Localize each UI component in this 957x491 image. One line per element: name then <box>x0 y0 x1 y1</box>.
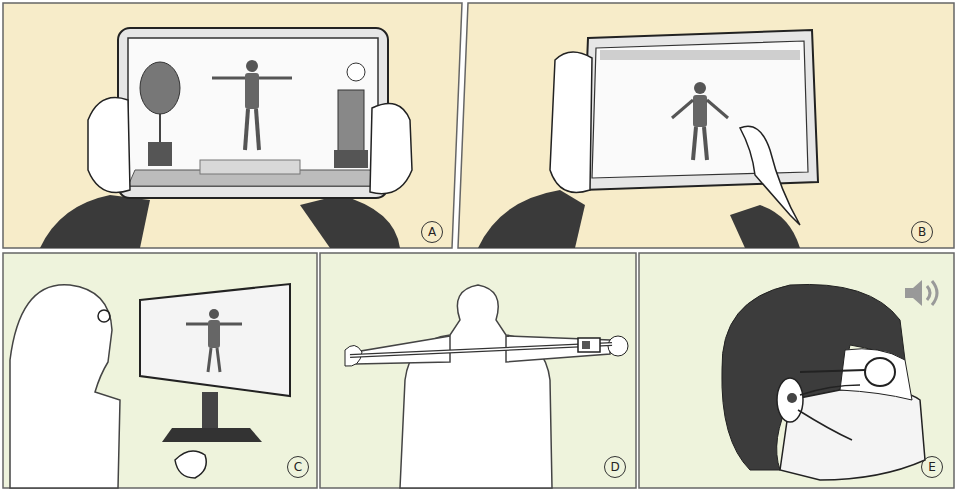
panel-e <box>639 253 954 488</box>
monitor-scene <box>10 284 290 488</box>
callout-circle: A <box>421 221 443 243</box>
callout-letter: A <box>428 226 436 238</box>
panel-a <box>3 3 462 248</box>
callout-circle: D <box>604 456 626 478</box>
callout-letter: E <box>928 461 936 473</box>
callout-letter: C <box>294 461 302 473</box>
tablet-a <box>40 28 412 248</box>
panel-b <box>458 3 954 248</box>
callout-letter: B <box>918 226 926 238</box>
callout-circle: E <box>921 456 943 478</box>
panel-c <box>3 253 317 488</box>
callout-circle: C <box>287 456 309 478</box>
tablet-b <box>478 30 818 248</box>
band-exercise <box>345 285 628 488</box>
callout-letter: D <box>610 461 619 473</box>
callout-circle: B <box>911 221 933 243</box>
masked-head <box>722 280 937 480</box>
panel-d <box>320 253 636 488</box>
